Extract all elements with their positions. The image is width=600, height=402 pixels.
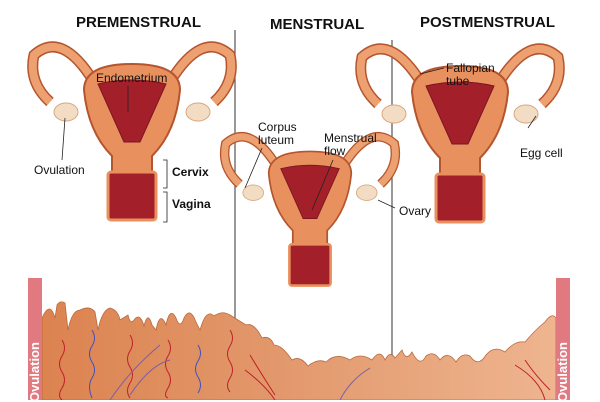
ovulation-text-left: Ovulation <box>27 342 42 402</box>
ovulation-bar-left <box>28 278 42 400</box>
label-menstrual-flow: Menstrual flow <box>324 131 377 158</box>
blood-vessels <box>59 329 551 400</box>
endometrium-layer <box>41 301 557 400</box>
pointer-lines <box>61 67 537 223</box>
label-cervix: Cervix <box>172 165 209 179</box>
ovulation-text-right: Ovulation <box>555 342 570 402</box>
label-fallopian-tube: Fallopian tube <box>446 61 495 88</box>
label-egg-cell: Egg cell <box>520 146 563 160</box>
phase-title-postmenstrual: POSTMENSTRUAL <box>420 14 555 31</box>
phase-title-premenstrual: PREMENSTRUAL <box>76 14 202 31</box>
label-endometrium: Endometrium <box>96 71 168 85</box>
uterus-menstrual <box>225 137 396 286</box>
phase-title-menstrual: MENSTRUAL <box>270 16 365 33</box>
ovulation-bar-right <box>556 278 570 400</box>
label-ovary: Ovary <box>399 204 432 218</box>
label-corpus-luteum: Corpus luteum <box>258 120 297 147</box>
label-ovulation: Ovulation <box>34 163 85 177</box>
label-vagina: Vagina <box>172 197 211 211</box>
